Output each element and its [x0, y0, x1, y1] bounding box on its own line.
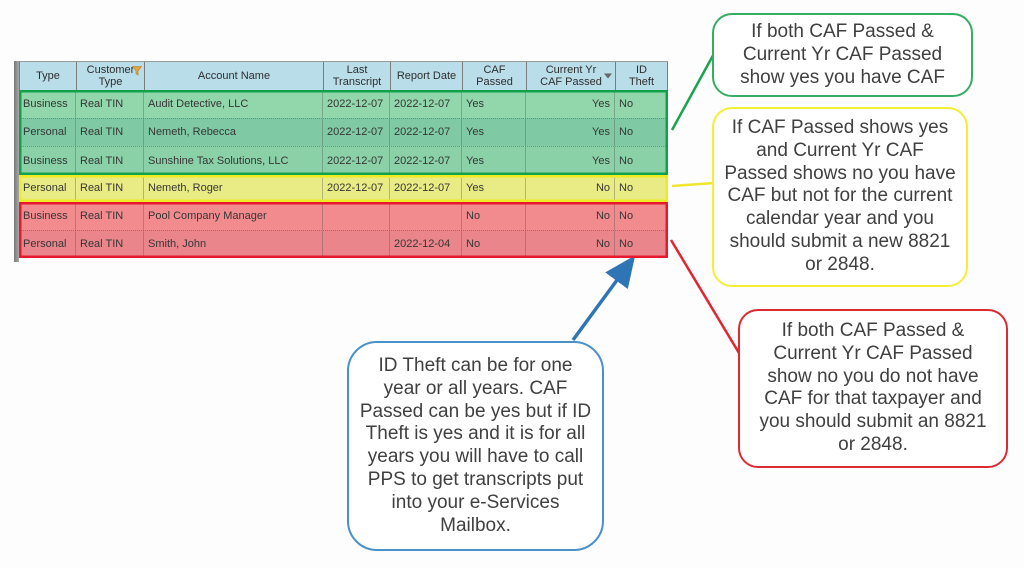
- cell-current-yr-caf-passed: Yes: [526, 90, 615, 118]
- transcript-report-table: Type Customer Type Account Name Last Tra…: [19, 61, 668, 258]
- cell-type: Business: [19, 147, 76, 175]
- col-header-account-name[interactable]: Account Name: [145, 62, 324, 90]
- caf-yes-row-group: Business Real TIN Audit Detective, LLC 2…: [19, 90, 668, 175]
- cell-last-transcript: [323, 230, 390, 258]
- cell-customer-type: Real TIN: [76, 118, 144, 146]
- col-header-customer-type[interactable]: Customer Type: [77, 62, 145, 90]
- cell-type: Business: [19, 202, 76, 230]
- cell-id-theft: No: [619, 97, 634, 110]
- cell-last-transcript: 2022-12-07: [323, 174, 390, 202]
- red-callout-text: If both CAF Passed & Current Yr CAF Pass…: [759, 320, 987, 455]
- cell-account-name: Nemeth, Roger: [144, 174, 323, 202]
- cell-caf-passed: Yes: [462, 90, 526, 118]
- cell-caf-passed: Yes: [462, 174, 526, 202]
- cell-type: Personal: [19, 230, 76, 258]
- cell-current-yr-caf-passed: No: [526, 202, 615, 230]
- table-row[interactable]: Business Real TIN Sunshine Tax Solutions…: [19, 146, 668, 175]
- col-header-type[interactable]: Type: [20, 62, 77, 90]
- col-header-report-date[interactable]: Report Date: [391, 62, 463, 90]
- cell-report-date: 2022-12-07: [390, 90, 462, 118]
- col-header-last-transcript[interactable]: Last Transcript: [324, 62, 391, 90]
- cell-current-yr-caf-passed: Yes: [526, 118, 615, 146]
- cell-report-date: 2022-12-07: [390, 147, 462, 175]
- cell-caf-passed: Yes: [462, 118, 526, 146]
- caf-partial-row-group: Personal Real TIN Nemeth, Roger 2022-12-…: [19, 174, 668, 202]
- filter-icon[interactable]: [132, 66, 142, 76]
- yellow-callout: If CAF Passed shows yes and Current Yr C…: [712, 107, 968, 287]
- table-row[interactable]: Business Real TIN Pool Company Manager N…: [19, 202, 668, 230]
- cell-id-theft: No: [619, 238, 634, 251]
- dropdown-arrow-icon[interactable]: [604, 73, 612, 79]
- red-callout: If both CAF Passed & Current Yr CAF Pass…: [738, 309, 1008, 468]
- cell-last-transcript: 2022-12-07: [323, 118, 390, 146]
- col-header-customer-type-label: Customer Type: [86, 63, 135, 88]
- green-callout-text: If both CAF Passed & Current Yr CAF Pass…: [740, 21, 945, 88]
- col-header-current-yr-caf-passed[interactable]: Current Yr CAF Passed: [527, 62, 616, 90]
- blue-callout-text: ID Theft can be for one year or all year…: [359, 355, 592, 536]
- col-header-id-theft[interactable]: ID Theft: [616, 62, 668, 90]
- cell-type: Personal: [19, 174, 76, 202]
- cell-report-date: 2022-12-04: [390, 230, 462, 258]
- cell-last-transcript: 2022-12-07: [323, 147, 390, 175]
- table-row[interactable]: Personal Real TIN Nemeth, Roger 2022-12-…: [19, 174, 668, 202]
- cell-customer-type: Real TIN: [76, 90, 144, 118]
- cell-caf-passed: No: [462, 230, 526, 258]
- cell-caf-passed: Yes: [462, 147, 526, 175]
- cell-current-yr-caf-passed: No: [526, 230, 615, 258]
- cell-report-date: 2022-12-07: [390, 118, 462, 146]
- cell-account-name: Pool Company Manager: [144, 202, 323, 230]
- cell-last-transcript: [323, 202, 390, 230]
- cell-last-transcript: 2022-12-07: [323, 90, 390, 118]
- caf-no-row-group: Business Real TIN Pool Company Manager N…: [19, 202, 668, 258]
- green-connector-line: [670, 49, 718, 131]
- table-row[interactable]: Business Real TIN Audit Detective, LLC 2…: [19, 90, 668, 118]
- cell-customer-type: Real TIN: [76, 202, 144, 230]
- blue-callout: ID Theft can be for one year or all year…: [347, 341, 604, 552]
- red-connector-line: [669, 239, 744, 359]
- green-callout: If both CAF Passed & Current Yr CAF Pass…: [712, 13, 973, 98]
- cell-current-yr-caf-passed: Yes: [526, 147, 615, 175]
- table-header-row: Type Customer Type Account Name Last Tra…: [19, 61, 668, 90]
- cell-report-date: [390, 202, 462, 230]
- cell-id-theft: No: [619, 126, 634, 139]
- cell-id-theft: No: [619, 182, 634, 195]
- cell-caf-passed: No: [462, 202, 526, 230]
- cell-report-date: 2022-12-07: [390, 174, 462, 202]
- yellow-connector-line: [671, 181, 715, 188]
- cell-account-name: Smith, John: [144, 230, 323, 258]
- cell-account-name: Audit Detective, LLC: [144, 90, 323, 118]
- cell-type: Personal: [19, 118, 76, 146]
- cell-customer-type: Real TIN: [76, 230, 144, 258]
- cell-account-name: Nemeth, Rebecca: [144, 118, 323, 146]
- table-left-edge-strip: [14, 61, 19, 262]
- cell-customer-type: Real TIN: [76, 174, 144, 202]
- cell-account-name: Sunshine Tax Solutions, LLC: [144, 147, 323, 175]
- col-header-caf-passed[interactable]: CAF Passed: [463, 62, 527, 90]
- col-header-current-yr-label: Current Yr CAF Passed: [540, 63, 602, 88]
- table-row[interactable]: Personal Real TIN Nemeth, Rebecca 2022-1…: [19, 117, 668, 146]
- cell-id-theft: No: [619, 154, 634, 167]
- cell-type: Business: [19, 90, 76, 118]
- cell-current-yr-caf-passed: No: [526, 174, 615, 202]
- table-row[interactable]: Personal Real TIN Smith, John 2022-12-04…: [19, 229, 668, 258]
- yellow-callout-text: If CAF Passed shows yes and Current Yr C…: [724, 117, 956, 275]
- cell-id-theft: No: [619, 209, 634, 222]
- blue-arrow: [571, 255, 636, 342]
- cell-customer-type: Real TIN: [76, 147, 144, 175]
